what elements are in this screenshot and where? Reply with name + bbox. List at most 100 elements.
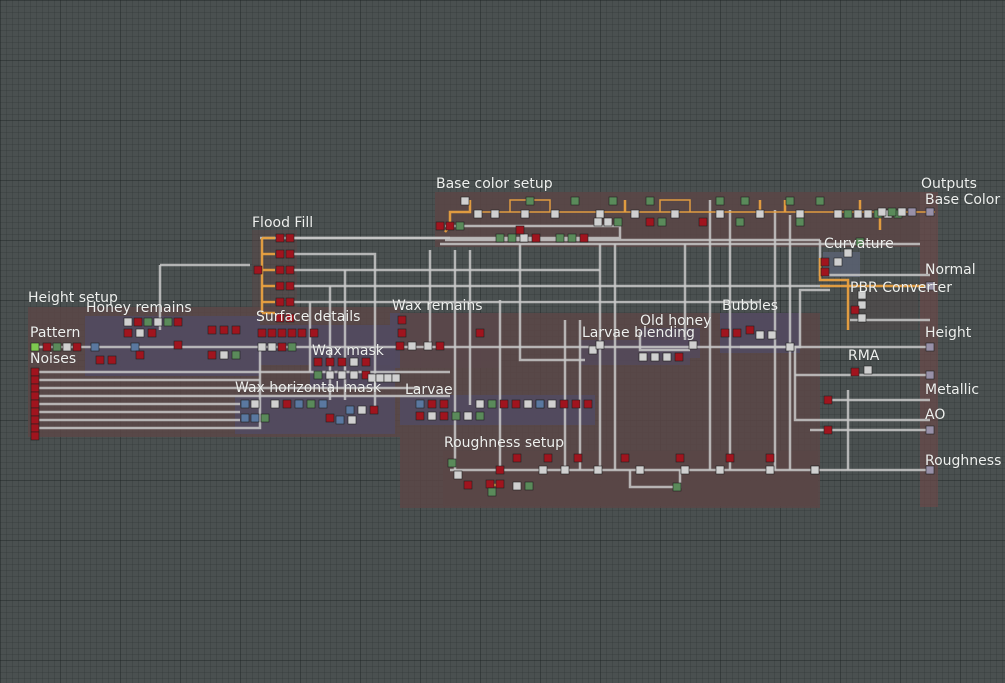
graph-node[interactable] — [267, 342, 277, 352]
graph-node[interactable] — [30, 415, 40, 425]
graph-node[interactable] — [455, 221, 465, 231]
graph-node[interactable] — [520, 209, 530, 219]
graph-node[interactable] — [337, 370, 347, 380]
graph-node[interactable] — [512, 481, 522, 491]
graph-node[interactable] — [820, 267, 830, 277]
graph-node[interactable] — [650, 352, 660, 362]
graph-node[interactable] — [674, 352, 684, 362]
graph-node[interactable] — [850, 305, 860, 315]
graph-node[interactable] — [325, 357, 335, 367]
graph-node[interactable] — [863, 209, 873, 219]
graph-node[interactable] — [30, 399, 40, 409]
graph-node[interactable] — [925, 342, 935, 352]
graph-node[interactable] — [447, 458, 457, 468]
graph-node[interactable] — [595, 209, 605, 219]
graph-node[interactable] — [823, 395, 833, 405]
graph-node[interactable] — [135, 328, 145, 338]
graph-node[interactable] — [853, 209, 863, 219]
graph-node[interactable] — [335, 415, 345, 425]
graph-node[interactable] — [887, 207, 897, 217]
graph-node[interactable] — [567, 233, 577, 243]
graph-node[interactable] — [52, 342, 62, 352]
graph-node[interactable] — [785, 342, 795, 352]
graph-node[interactable] — [490, 209, 500, 219]
graph-node[interactable] — [427, 399, 437, 409]
graph-node[interactable] — [231, 325, 241, 335]
graph-node[interactable] — [608, 196, 618, 206]
graph-node[interactable] — [123, 317, 133, 327]
graph-node[interactable] — [850, 367, 860, 377]
graph-node[interactable] — [485, 479, 495, 489]
graph-node[interactable] — [349, 357, 359, 367]
graph-node[interactable] — [570, 196, 580, 206]
graph-node[interactable] — [439, 411, 449, 421]
graph-node[interactable] — [240, 413, 250, 423]
graph-node[interactable] — [725, 453, 735, 463]
graph-node[interactable] — [925, 425, 935, 435]
graph-node[interactable] — [294, 399, 304, 409]
graph-node[interactable] — [275, 281, 285, 291]
graph-node[interactable] — [907, 207, 917, 217]
graph-node[interactable] — [95, 355, 105, 365]
graph-node[interactable] — [897, 207, 907, 217]
graph-node[interactable] — [30, 407, 40, 417]
graph-node[interactable] — [143, 317, 153, 327]
graph-node[interactable] — [495, 479, 505, 489]
graph-node[interactable] — [257, 328, 267, 338]
graph-node[interactable] — [383, 373, 393, 383]
graph-node[interactable] — [369, 405, 379, 415]
graph-node[interactable] — [282, 399, 292, 409]
graph-node[interactable] — [715, 196, 725, 206]
graph-node[interactable] — [698, 217, 708, 227]
connection-wire[interactable] — [288, 252, 377, 410]
graph-node[interactable] — [460, 196, 470, 206]
graph-node[interactable] — [285, 249, 295, 259]
graph-node[interactable] — [571, 399, 581, 409]
graph-node[interactable] — [285, 265, 295, 275]
graph-node[interactable] — [133, 317, 143, 327]
graph-node[interactable] — [345, 405, 355, 415]
graph-node[interactable] — [715, 209, 725, 219]
graph-node[interactable] — [275, 249, 285, 259]
graph-node[interactable] — [361, 357, 371, 367]
graph-node[interactable] — [277, 328, 287, 338]
graph-node[interactable] — [275, 297, 285, 307]
graph-node[interactable] — [463, 480, 473, 490]
graph-node[interactable] — [445, 221, 455, 231]
graph-node[interactable] — [767, 330, 777, 340]
graph-node[interactable] — [297, 328, 307, 338]
graph-node[interactable] — [593, 217, 603, 227]
graph-node[interactable] — [507, 233, 517, 243]
graph-node[interactable] — [253, 265, 263, 275]
graph-node[interactable] — [267, 328, 277, 338]
graph-node[interactable] — [325, 413, 335, 423]
graph-node[interactable] — [375, 373, 385, 383]
graph-node[interactable] — [219, 325, 229, 335]
graph-node[interactable] — [560, 465, 570, 475]
graph-node[interactable] — [499, 399, 509, 409]
graph-node[interactable] — [473, 209, 483, 219]
graph-node[interactable] — [337, 357, 347, 367]
graph-node[interactable] — [30, 342, 40, 352]
graph-node[interactable] — [130, 342, 140, 352]
graph-node[interactable] — [523, 399, 533, 409]
graph-node[interactable] — [72, 342, 82, 352]
graph-node[interactable] — [250, 399, 260, 409]
graph-node[interactable] — [207, 350, 217, 360]
graph-node[interactable] — [153, 317, 163, 327]
graph-node[interactable] — [579, 233, 589, 243]
graph-node[interactable] — [260, 413, 270, 423]
graph-node[interactable] — [173, 340, 183, 350]
graph-node[interactable] — [495, 465, 505, 475]
graph-node[interactable] — [550, 209, 560, 219]
graph-node[interactable] — [30, 375, 40, 385]
graph-node[interactable] — [135, 350, 145, 360]
graph-node[interactable] — [397, 328, 407, 338]
graph-node[interactable] — [30, 367, 40, 377]
connection-wire-orange[interactable] — [818, 258, 850, 330]
graph-node[interactable] — [173, 317, 183, 327]
graph-node[interactable] — [645, 217, 655, 227]
graph-node[interactable] — [603, 217, 613, 227]
graph-node[interactable] — [495, 233, 505, 243]
